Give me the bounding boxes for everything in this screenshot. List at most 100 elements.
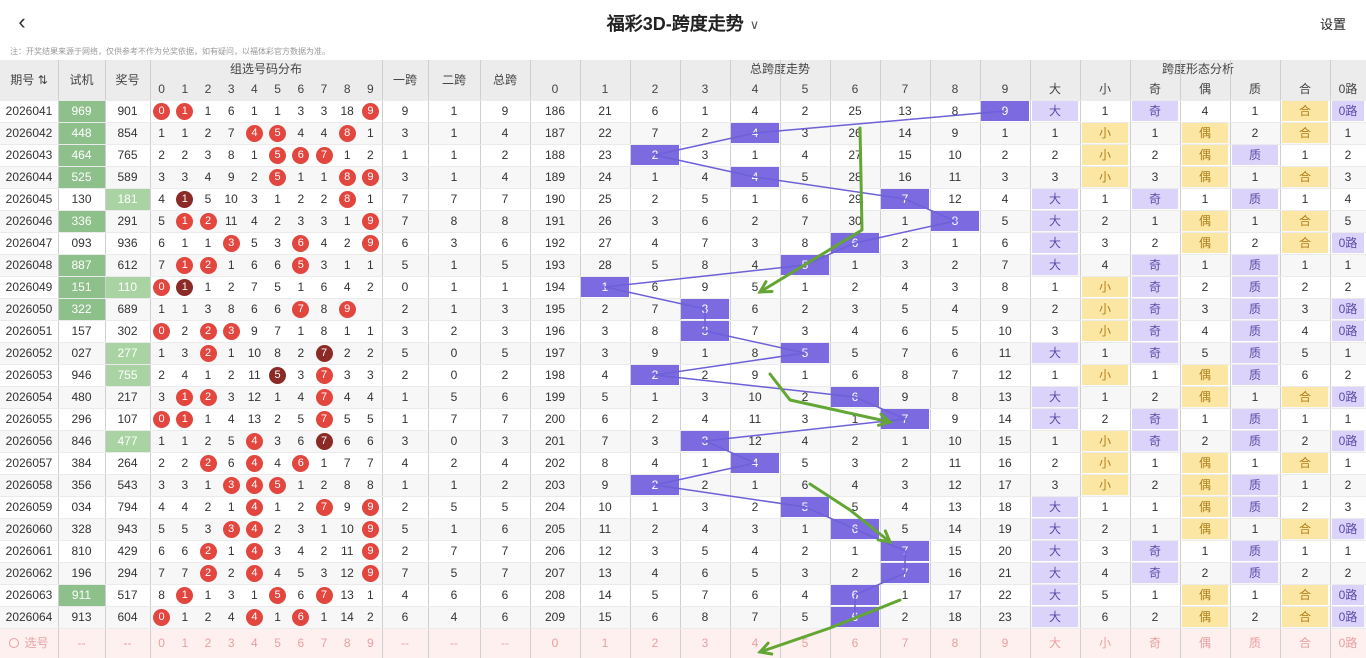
span-miss-cell: 9	[651, 346, 659, 360]
footer-dist-digit[interactable]: 3	[227, 636, 235, 650]
shape-cell: 1	[1101, 500, 1109, 514]
footer-span-digit[interactable]: 8	[951, 636, 959, 650]
span2-cell: 1	[450, 170, 458, 184]
span-miss-cell: 1	[851, 544, 859, 558]
shape-cell: 1	[1251, 104, 1259, 118]
span-miss-cell: 8	[701, 258, 709, 272]
span-miss-cell: 3	[651, 434, 659, 448]
row-divider	[0, 210, 1366, 211]
span-miss-cell: 2	[751, 500, 759, 514]
top-bar: ‹ 福彩3D-跨度走势∨ 设置	[0, 0, 1366, 44]
shape-cell: 2	[1201, 566, 1209, 580]
select-number-button[interactable]: 选号	[0, 628, 58, 658]
footer-span-digit[interactable]: 5	[801, 636, 809, 650]
award-cell: 429	[117, 544, 138, 558]
trial-cell: 157	[71, 324, 92, 338]
span-miss-cell: 8	[701, 610, 709, 624]
page-title[interactable]: 福彩3D-跨度走势∨	[0, 10, 1366, 36]
footer-dist-digit[interactable]: 0	[158, 636, 165, 650]
dist-miss-cell: 4	[158, 500, 165, 514]
footer-shape-option[interactable]: 小	[1098, 636, 1111, 650]
footer-dist-digit[interactable]: 6	[297, 636, 305, 650]
row-divider	[0, 452, 1366, 453]
footer-span-digit[interactable]: 1	[601, 636, 609, 650]
footer-span1-dash: --	[401, 636, 409, 650]
footer-span-digit[interactable]: 4	[751, 636, 759, 650]
dist-miss-cell: 5	[158, 522, 165, 536]
shape-cell: 小	[1082, 167, 1128, 187]
footer-shape-option[interactable]: 偶	[1198, 636, 1211, 650]
span-miss-cell: 27	[598, 236, 612, 250]
footer-span-digit[interactable]: 2	[651, 636, 659, 650]
dist-miss-cell: 10	[340, 522, 354, 536]
chevron-left-icon[interactable]: ‹	[18, 9, 26, 34]
span-miss-cell: 14	[598, 588, 612, 602]
span-miss-cell: 4	[701, 522, 709, 536]
total-span-cell: 3	[501, 434, 509, 448]
footer-dist-digit[interactable]: 7	[320, 636, 328, 650]
shape-cell: 1	[1101, 390, 1109, 404]
span-miss-cell: 203	[544, 478, 566, 492]
period-cell: 2026052	[5, 346, 53, 360]
dist-miss-cell: 3	[251, 192, 258, 206]
shape-cell: 1	[1051, 368, 1059, 382]
award-cell: 854	[117, 126, 138, 140]
span-miss-cell: 6	[751, 302, 759, 316]
footer-dist-digit[interactable]: 2	[204, 636, 212, 650]
footer-span-digit[interactable]: 7	[901, 636, 909, 650]
drawn-number-ball: 0	[153, 322, 171, 340]
shape-cell: 6	[1301, 368, 1309, 382]
dist-miss-cell: 14	[340, 610, 354, 624]
footer-dist-digit[interactable]: 5	[274, 636, 281, 650]
span1-cell: 9	[401, 104, 409, 118]
award-cell: 689	[117, 302, 138, 316]
span2-cell: 0	[450, 368, 458, 382]
span-hit-marker: 9	[981, 101, 1029, 121]
footer-shape-option[interactable]: 合	[1298, 636, 1311, 650]
award-cell: 794	[117, 500, 138, 514]
shape-cell: 1	[1251, 390, 1259, 404]
shape-cell: 2	[1344, 566, 1352, 580]
span-miss-cell: 9	[951, 412, 959, 426]
total-span-cell: 4	[501, 456, 509, 470]
dist-miss-cell: 6	[158, 236, 165, 250]
footer-dist-digit[interactable]: 1	[181, 636, 189, 650]
footer-span-digit[interactable]: 6	[851, 636, 859, 650]
dist-miss-cell: 9	[227, 170, 235, 184]
total-span-cell: 2	[501, 148, 509, 162]
footer-shape-option[interactable]: 0路	[1338, 636, 1358, 650]
span-miss-cell: 2	[801, 302, 809, 316]
shape-cell: 大	[1032, 255, 1078, 275]
drawn-number-ball: 9	[361, 168, 379, 186]
footer-span-digit[interactable]: 0	[551, 636, 559, 650]
span-miss-cell: 188	[544, 148, 566, 162]
span-miss-cell: 2	[1001, 148, 1009, 162]
span1-cell: 0	[401, 280, 409, 294]
award-cell: 589	[117, 170, 138, 184]
footer-dist-digit[interactable]: 4	[251, 636, 258, 650]
column-divider	[580, 60, 581, 658]
dist-miss-cell: 4	[227, 610, 235, 624]
footer-shape-option[interactable]: 质	[1248, 636, 1261, 650]
period-cell: 2026061	[5, 544, 53, 558]
column-divider	[880, 60, 881, 658]
col-period-header[interactable]: 期号 ⇅	[0, 60, 58, 100]
footer-span-digit[interactable]: 3	[701, 636, 709, 650]
settings-button[interactable]: 设置	[1319, 17, 1346, 32]
span-hit-marker: 7	[881, 541, 929, 561]
span-miss-cell: 25	[848, 104, 862, 118]
row-divider	[0, 628, 1366, 629]
span-miss-cell: 3	[1001, 170, 1009, 184]
footer-shape-option[interactable]: 奇	[1148, 636, 1161, 650]
shape-cell: 奇	[1132, 409, 1178, 429]
footer-dist-digit[interactable]: 9	[367, 636, 374, 650]
span-miss-cell: 6	[651, 104, 659, 118]
span-miss-cell: 1	[701, 456, 709, 470]
shape-cell: 1	[1151, 500, 1159, 514]
footer-span-digit[interactable]: 9	[1001, 636, 1009, 650]
shape-cell: 3	[1301, 302, 1309, 316]
footer-dist-digit[interactable]: 8	[343, 636, 351, 650]
span-miss-cell: 1	[751, 192, 759, 206]
footer-shape-option[interactable]: 大	[1048, 636, 1061, 650]
span-miss-cell: 9	[1001, 302, 1009, 316]
